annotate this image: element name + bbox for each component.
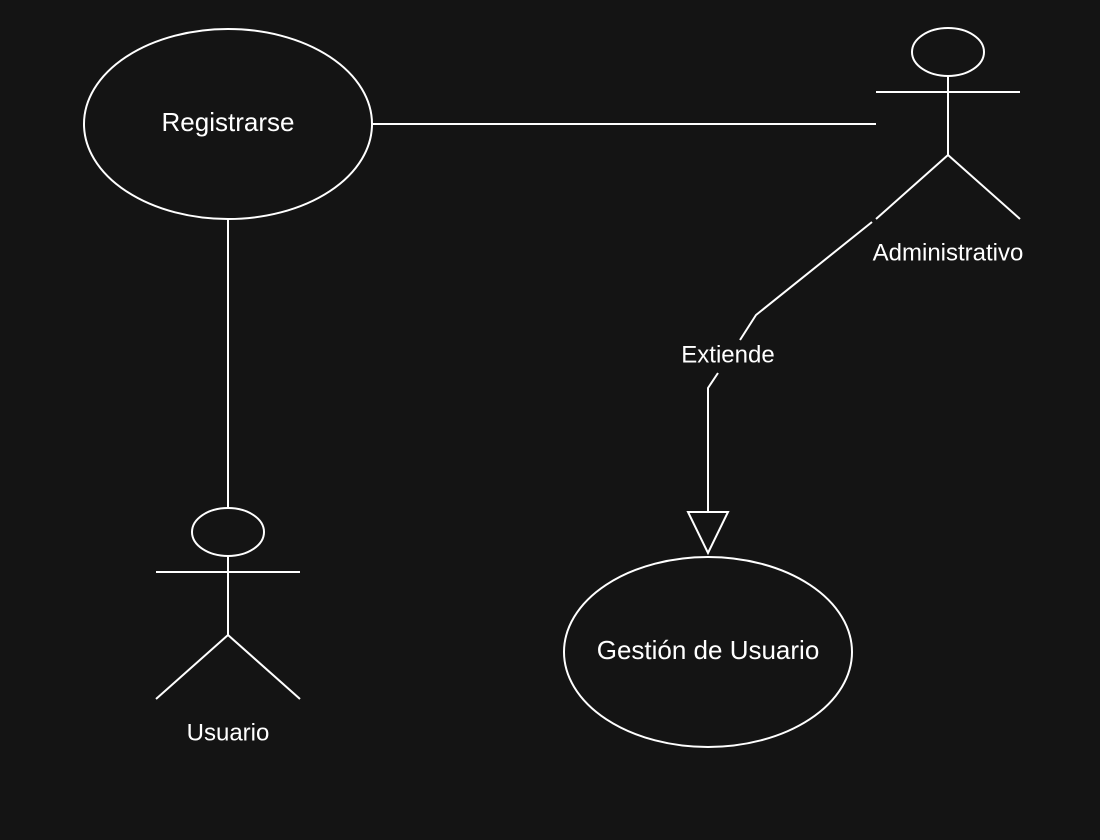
- actor-administrativo-right-leg: [947, 154, 1021, 220]
- actor-usuario[interactable]: Usuario: [155, 507, 301, 746]
- use-case-registrarse-label: Registrarse: [162, 107, 295, 137]
- actor-usuario-right-leg: [227, 634, 301, 700]
- use-case-gestion-usuario-ellipse: [563, 556, 853, 748]
- extend-relation-label: Extiende: [681, 341, 774, 368]
- actor-usuario-label: Usuario: [187, 719, 270, 746]
- actor-administrativo-label: Administrativo: [873, 239, 1024, 266]
- actor-administrativo-head: [911, 27, 985, 77]
- actor-usuario-head: [191, 507, 265, 557]
- extend-relation-upper-line: [739, 221, 873, 341]
- extend-relation[interactable]: Extiende: [681, 221, 873, 556]
- use-case-gestion-usuario-label: Gestión de Usuario: [597, 635, 820, 665]
- use-case-gestion-usuario[interactable]: Gestión de Usuario: [563, 556, 853, 748]
- extend-relation-lower-line: [707, 372, 719, 512]
- use-case-registrarse[interactable]: Registrarse: [83, 28, 373, 220]
- actor-administrativo[interactable]: Administrativo: [873, 27, 1024, 266]
- actor-usuario-left-leg: [155, 634, 229, 700]
- actor-administrativo-left-leg: [875, 154, 949, 220]
- extend-relation-arrowhead: [686, 511, 730, 556]
